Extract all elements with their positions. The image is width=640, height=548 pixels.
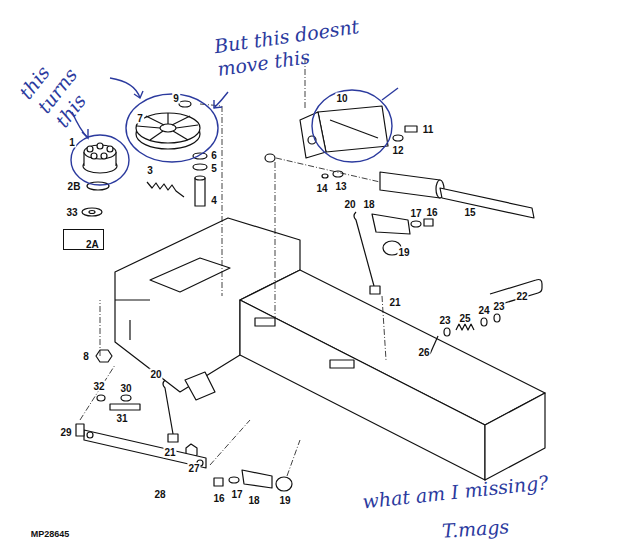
callout-number: 29 (59, 427, 72, 438)
callout-number: 17 (230, 489, 243, 500)
callout-number: 2B (67, 181, 82, 192)
callout-number: 30 (119, 383, 132, 394)
callout-number: 8 (82, 351, 90, 362)
callout-number: 16 (425, 207, 438, 218)
callout-number: 13 (334, 181, 347, 192)
callout-number: 19 (397, 247, 410, 258)
callout-number: 21 (163, 447, 176, 458)
callout-number: 24 (477, 305, 490, 316)
callout-number: 17 (409, 208, 422, 219)
callout-number: 31 (115, 413, 128, 424)
callout-number: 21 (388, 297, 401, 308)
callout-number: 18 (362, 199, 375, 210)
callout-number: 1 (68, 137, 76, 148)
handwritten-note: But this doesnt move this (213, 9, 408, 81)
callout-number: 4 (210, 195, 218, 206)
handwritten-note: T.mags (441, 512, 552, 543)
callout-number: 15 (463, 207, 476, 218)
callout-number: 28 (153, 489, 166, 500)
callout-number: 20 (343, 199, 356, 210)
callout-number: 5 (210, 163, 218, 174)
callout-number: 23 (492, 301, 505, 312)
callout-number: 20 (149, 369, 162, 380)
callout-number: 25 (458, 313, 471, 324)
callout-number: 10 (335, 93, 348, 104)
callout-number: 11 (422, 124, 435, 135)
callout-number: 33 (65, 207, 78, 218)
handwritten-note: this turns this (15, 33, 114, 132)
callout-box: 2A (63, 229, 104, 250)
callout-number: 12 (391, 145, 404, 156)
callout-number: 16 (212, 493, 225, 504)
callout-number: 32 (92, 381, 105, 392)
callout-number: 2A (86, 239, 99, 250)
callout-number: 14 (315, 183, 328, 194)
callout-number: 23 (438, 315, 451, 326)
callout-number: 18 (247, 495, 260, 506)
callout-number: 3 (146, 165, 154, 176)
callout-number: 27 (187, 463, 200, 474)
callout-number: 9 (172, 93, 180, 104)
callout-number: 19 (278, 495, 291, 506)
figure-code: MP28645 (31, 529, 70, 539)
callout-number: 22 (515, 291, 528, 302)
callout-number: 7 (136, 113, 144, 124)
callout-number: 26 (417, 347, 430, 358)
callout-number: 6 (210, 150, 218, 161)
